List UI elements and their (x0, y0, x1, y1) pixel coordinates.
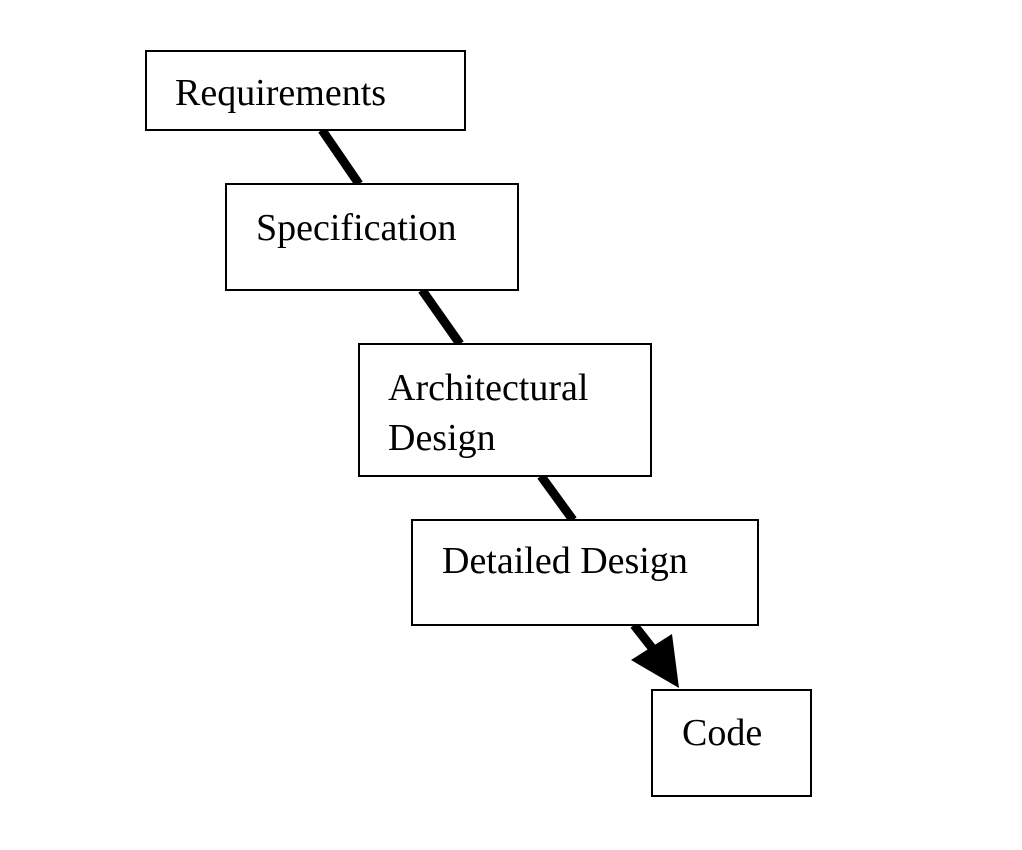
stage-label: Detailed Design (442, 540, 688, 582)
stage-label: Code (682, 712, 763, 754)
stage-specification: Specification (225, 183, 519, 291)
connector-requirements-specification (318, 127, 363, 187)
stage-label-line-2: Design (388, 417, 496, 459)
stage-code: Code (651, 689, 812, 797)
stage-label: Specification (256, 207, 457, 249)
arrowhead-icon (631, 634, 679, 688)
connector-architectural-detailed (537, 473, 577, 523)
stage-architectural-design: Architectural Design (358, 343, 652, 477)
stage-label-line-1: Architectural (388, 367, 589, 409)
stage-label: Requirements (175, 72, 387, 114)
connector-specification-architectural (418, 287, 464, 347)
stage-requirements: Requirements (145, 50, 466, 131)
stage-detailed-design: Detailed Design (411, 519, 759, 626)
